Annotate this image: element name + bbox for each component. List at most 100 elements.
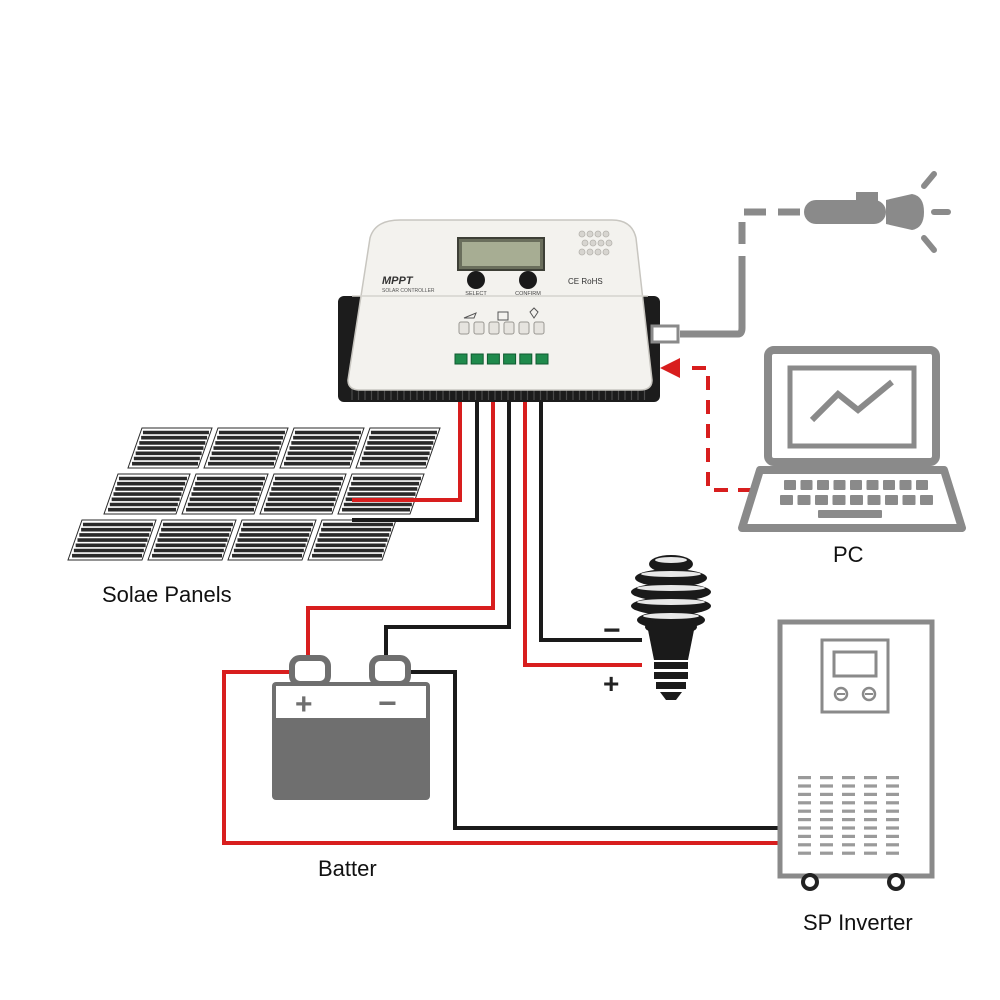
status-dot (586, 230, 594, 238)
wire-inverter-negative (405, 670, 780, 830)
battery-minus-sign: − (378, 685, 397, 721)
cert-mark: CE RoHS (568, 277, 603, 286)
laptop-key (797, 495, 811, 505)
inverter-vent-slot (886, 792, 899, 796)
inverter-vents (798, 776, 899, 855)
status-dot (589, 239, 597, 247)
laptop-keyboard (780, 480, 933, 505)
inverter-vent-slot (864, 843, 877, 847)
inverter-vent-slot (820, 809, 833, 813)
laptop-key (780, 495, 793, 505)
laptop-key (850, 480, 862, 490)
inverter-vent-slot (798, 784, 811, 788)
inverter-vent-slot (798, 801, 811, 805)
solar-module (127, 427, 213, 469)
status-dot (605, 239, 613, 247)
inverter-wheel-left (801, 873, 819, 891)
bulb-neck (648, 630, 694, 660)
charger-tip (886, 194, 924, 230)
car-charger-icon (650, 171, 951, 344)
terminal-screws (458, 321, 545, 335)
inverter-vent-slot (886, 826, 899, 830)
inverter-vent-slot (842, 784, 855, 788)
inverter-display (832, 650, 878, 678)
laptop-key (832, 495, 846, 505)
inverter-vent-slot (820, 834, 833, 838)
laptop-graph (809, 379, 894, 423)
terminal-screw (503, 321, 515, 335)
confirm-label: CONFIRM (515, 291, 541, 297)
pc-link-line (686, 366, 752, 492)
battery-plus-sign: + (295, 688, 313, 721)
load-minus-sign: − (603, 614, 621, 647)
solar-module (227, 519, 317, 561)
battery-label: Batter (318, 856, 377, 881)
bulb-coil-highlight (637, 599, 705, 605)
inverter-vent-slot (820, 801, 833, 805)
status-dot (578, 230, 586, 238)
laptop-key (885, 495, 898, 505)
usb-cable-dashed (738, 208, 800, 278)
inverter-label: SP Inverter (803, 910, 913, 935)
inverter-vent-slot (864, 851, 877, 855)
inverter-vent-slot (886, 809, 899, 813)
battery-top-band (276, 686, 426, 718)
laptop-key (899, 480, 912, 490)
inverter-vent-slot (864, 776, 877, 780)
laptop-key (784, 480, 796, 490)
inverter-vent-slot (864, 826, 877, 830)
terminal-block (486, 353, 500, 365)
wire-battery-negative (384, 360, 511, 660)
inverter-vent-slot (798, 834, 811, 838)
terminal-block (503, 353, 517, 365)
inverter-vent-slot (864, 792, 877, 796)
inverter-vent-slot (842, 826, 855, 830)
inverter-vent-slot (864, 801, 877, 805)
inverter-vent-slot (864, 818, 877, 822)
inverter-vent-slot (842, 843, 855, 847)
laptop-screen-inner (787, 365, 917, 449)
inverter-vent-slot (842, 801, 855, 805)
inverter-vent-slot (886, 851, 899, 855)
usb-cable (680, 278, 746, 338)
controller-case (347, 219, 653, 391)
bulb-base-2 (654, 672, 688, 679)
inverter-vent-slot (820, 792, 833, 796)
inverter-vent-slot (886, 776, 899, 780)
terminal-block (535, 353, 549, 365)
select-button[interactable] (467, 271, 485, 289)
status-dot (602, 230, 610, 238)
inverter-vent-slot (886, 784, 899, 788)
laptop-key (920, 495, 933, 505)
wires (222, 360, 780, 845)
inverter-wheel-right (887, 873, 905, 891)
terminal-blocks (454, 353, 549, 365)
inverter-vent-slot (798, 792, 811, 796)
terminal-icons (463, 307, 539, 321)
inverter-vent-slot (798, 818, 811, 822)
laptop-key (883, 480, 895, 490)
inverter-vent-slot (798, 851, 811, 855)
status-dot (597, 239, 605, 247)
inverter-vent-slot (864, 834, 877, 838)
bulb-spiral (631, 555, 711, 635)
bulb-base-1 (654, 662, 688, 669)
bulb-coil-highlight (655, 557, 687, 563)
inverter-vent-slot (820, 851, 833, 855)
laptop-key (866, 480, 879, 490)
select-label: SELECT (465, 291, 487, 297)
laptop-key (902, 495, 916, 505)
laptop-icon (738, 346, 966, 532)
solar-module (337, 473, 425, 515)
wire-load-positive (523, 360, 642, 667)
bulb-coil-highlight (637, 585, 705, 591)
inverter-vent-slot (864, 809, 877, 813)
inverter-vent-slot (798, 843, 811, 847)
confirm-button[interactable] (519, 271, 537, 289)
pc-link-arrowhead (660, 358, 680, 378)
inverter-icon (777, 619, 935, 891)
terminal-screw (473, 321, 485, 335)
laptop-key (817, 480, 829, 490)
status-dot (594, 248, 602, 256)
